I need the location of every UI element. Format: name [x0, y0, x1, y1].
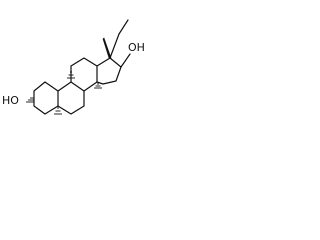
oh-bond-top: [120, 53, 131, 68]
structure-canvas: OH HO: [0, 0, 168, 131]
hash-c14: [94, 83, 102, 89]
oh-label-top: OH: [128, 41, 145, 54]
ethyl-chain: [109, 19, 129, 59]
hash-c5: [54, 107, 62, 115]
steroid-skeletal-structure: OH HO: [2, 19, 145, 115]
ring-c: [70, 57, 98, 92]
ring-b: [57, 81, 85, 115]
ring-d: [96, 57, 122, 85]
hash-c9: [67, 71, 75, 79]
oh-label-bottom: HO: [2, 94, 19, 107]
methyl-wedge: [102, 37, 112, 59]
hash-c3: [26, 97, 34, 103]
ring-a: [33, 81, 59, 115]
